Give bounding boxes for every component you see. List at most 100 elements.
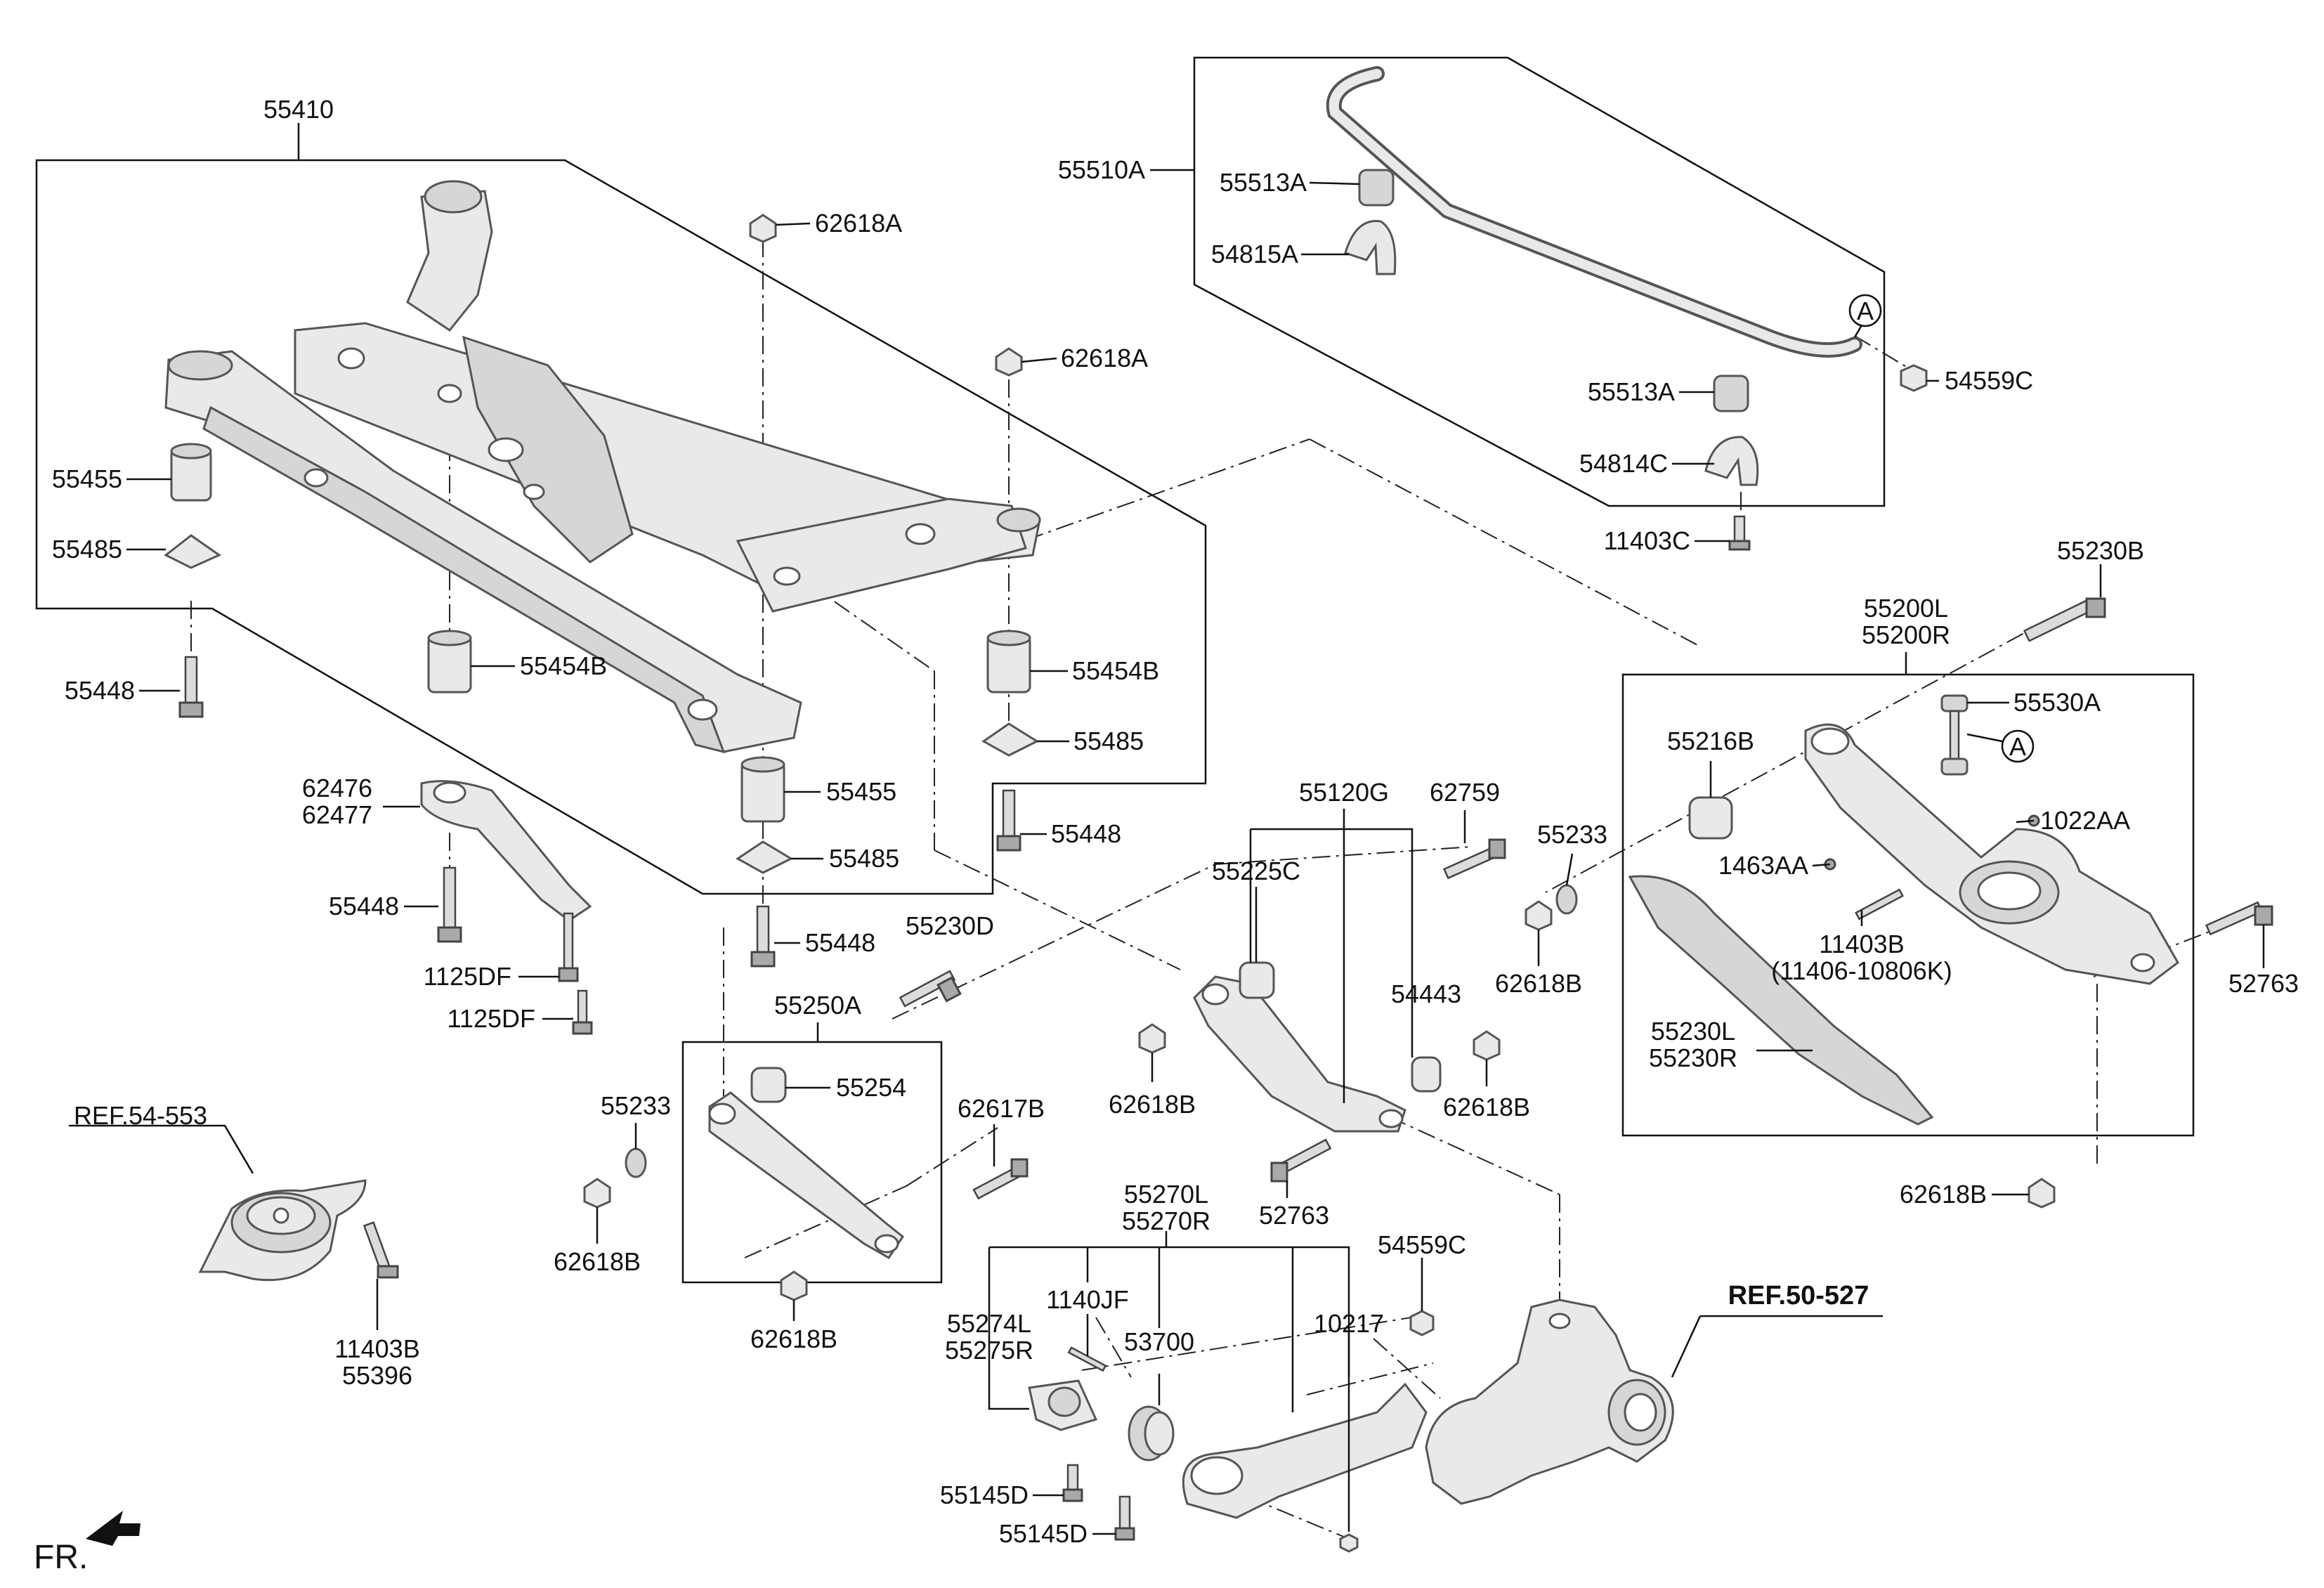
bushing-54443[interactable] bbox=[1411, 1056, 1442, 1093]
bolt-55145D-upper[interactable] bbox=[1062, 1464, 1083, 1502]
label-55233-left[interactable]: 55233 bbox=[601, 1091, 671, 1120]
nut-54559C-lower[interactable] bbox=[1409, 1310, 1435, 1336]
cover-55230L-55230R[interactable] bbox=[1628, 875, 1934, 1126]
label-55200L[interactable]: 55200L bbox=[1864, 594, 1948, 623]
stabilizer-bar[interactable] bbox=[1326, 66, 1862, 358]
label-54559C-lower[interactable]: 54559C bbox=[1378, 1230, 1466, 1259]
bolt-1125DF-upper[interactable] bbox=[558, 912, 579, 982]
bushing-55216B[interactable] bbox=[1688, 796, 1733, 840]
bushing-53700[interactable] bbox=[1128, 1405, 1175, 1462]
label-55270L[interactable]: 55270L bbox=[1124, 1180, 1208, 1209]
toe-link-55250A[interactable] bbox=[708, 1091, 905, 1259]
label-55274L[interactable]: 55274L bbox=[947, 1309, 1031, 1338]
label-55530A[interactable]: 55530A bbox=[2013, 688, 2101, 717]
label-62618B-upper-arm-left[interactable]: 62618B bbox=[1109, 1090, 1196, 1119]
bolt-55448-center[interactable] bbox=[750, 905, 776, 968]
label-55250A[interactable]: 55250A bbox=[774, 991, 861, 1020]
bolt-1140JF[interactable] bbox=[1067, 1346, 1107, 1372]
label-55270R[interactable]: 55270R bbox=[1122, 1206, 1210, 1235]
label-55410[interactable]: 55410 bbox=[263, 95, 334, 124]
bushing-55254[interactable] bbox=[750, 1067, 787, 1103]
label-54443[interactable]: 54443 bbox=[1391, 980, 1461, 1008]
label-55396[interactable]: 55396 bbox=[342, 1361, 412, 1390]
bushing-55455-center[interactable] bbox=[740, 756, 785, 823]
label-55275R[interactable]: 55275R bbox=[945, 1336, 1033, 1365]
label-55510A[interactable]: 55510A bbox=[1058, 155, 1145, 184]
label-55454B-right[interactable]: 55454B bbox=[1072, 656, 1159, 685]
bushing-55274L-55275R[interactable] bbox=[1028, 1379, 1098, 1431]
label-55230B[interactable]: 55230B bbox=[2057, 536, 2144, 565]
label-1463AA[interactable]: 1463AA bbox=[1718, 851, 1808, 880]
label-55448-bracket[interactable]: 55448 bbox=[329, 892, 399, 920]
label-11403B-mount[interactable]: 11403B bbox=[334, 1334, 419, 1363]
label-1022AA[interactable]: 1022AA bbox=[2040, 806, 2130, 835]
bolt-55448-right[interactable] bbox=[996, 789, 1021, 852]
label-62618A-lower[interactable]: 62618A bbox=[1061, 344, 1148, 372]
washer-55233-right[interactable] bbox=[1555, 884, 1578, 915]
label-1125DF-upper[interactable]: 1125DF bbox=[424, 962, 511, 991]
label-55455-center[interactable]: 55455 bbox=[826, 777, 896, 806]
label-62477[interactable]: 62477 bbox=[302, 800, 372, 829]
nut-62618B-lower-arm[interactable] bbox=[2028, 1178, 2056, 1209]
label-54815A[interactable]: 54815A bbox=[1211, 240, 1298, 268]
lower-arm-55200[interactable] bbox=[1804, 723, 2179, 985]
washer-55233-left[interactable] bbox=[625, 1147, 647, 1178]
label-62618B-mid[interactable]: 62618B bbox=[1495, 969, 1582, 998]
trailing-arm-55270[interactable] bbox=[1182, 1382, 1428, 1519]
label-55230R[interactable]: 55230R bbox=[1649, 1043, 1737, 1072]
label-62618B-lower-arm[interactable]: 62618B bbox=[1900, 1180, 1987, 1209]
bushing-55454B-left[interactable] bbox=[427, 630, 472, 694]
washer-55485-left[interactable] bbox=[164, 534, 222, 569]
stabilizer-bushing-upper[interactable] bbox=[1358, 169, 1395, 207]
label-62618B-toe[interactable]: 62618B bbox=[750, 1325, 837, 1353]
bolt-55448-bracket[interactable] bbox=[437, 866, 462, 943]
washer-55485-right[interactable] bbox=[981, 722, 1040, 757]
label-62617B[interactable]: 62617B bbox=[958, 1094, 1045, 1123]
label-55485-center[interactable]: 55485 bbox=[829, 844, 899, 873]
nut-62618A-lower[interactable] bbox=[995, 347, 1023, 377]
bolt-11403B-lower-arm[interactable] bbox=[1855, 888, 1904, 920]
label-55455-left[interactable]: 55455 bbox=[52, 464, 122, 493]
bushing-55455-left[interactable] bbox=[170, 443, 212, 502]
label-55120G[interactable]: 55120G bbox=[1299, 778, 1389, 807]
label-54559C-upper[interactable]: 54559C bbox=[1945, 366, 2033, 395]
label-11403C[interactable]: 11403C bbox=[1604, 526, 1690, 555]
label-55485-right[interactable]: 55485 bbox=[1073, 727, 1144, 755]
label-62618B-upper-arm-right[interactable]: 62618B bbox=[1443, 1093, 1530, 1121]
label-62618B-left[interactable]: 62618B bbox=[554, 1247, 641, 1276]
nut-62618B-mid[interactable] bbox=[1525, 900, 1553, 931]
nut-62618B-left[interactable] bbox=[583, 1178, 611, 1209]
bracket-62476-62477[interactable] bbox=[420, 780, 592, 922]
label-11403B-lower-arm[interactable]: 11403B bbox=[1819, 930, 1904, 958]
label-11406-10806K[interactable]: (11406-10806K) bbox=[1771, 956, 1952, 985]
nut-62618A-upper[interactable] bbox=[749, 214, 777, 243]
bolt-52763-upper-arm[interactable] bbox=[1270, 1138, 1332, 1183]
upper-arm-55120G[interactable] bbox=[1193, 975, 1406, 1133]
label-62476[interactable]: 62476 bbox=[302, 774, 372, 802]
label-1140JF[interactable]: 1140JF bbox=[1046, 1285, 1128, 1314]
subframe-crossmember[interactable] bbox=[164, 180, 1041, 754]
bolt-52763-lower-arm[interactable] bbox=[2205, 901, 2273, 936]
bolt-55145D-lower[interactable] bbox=[1114, 1495, 1135, 1541]
bolt-11403B-55396[interactable] bbox=[363, 1221, 399, 1279]
label-55454B-left[interactable]: 55454B bbox=[520, 651, 607, 680]
stabilizer-bushing-lower[interactable] bbox=[1713, 375, 1749, 412]
label-55513A-upper[interactable]: 55513A bbox=[1220, 168, 1307, 197]
strut-mount-ref-54-553[interactable] bbox=[198, 1179, 367, 1282]
nut-10217[interactable] bbox=[1339, 1533, 1359, 1553]
label-53700[interactable]: 53700 bbox=[1124, 1327, 1194, 1356]
label-55513A-lower[interactable]: 55513A bbox=[1588, 377, 1675, 406]
label-55233-right[interactable]: 55233 bbox=[1537, 820, 1607, 849]
bolt-1125DF-lower[interactable] bbox=[572, 989, 593, 1035]
stabilizer-bolt-11403C[interactable] bbox=[1728, 515, 1751, 551]
label-55145D-upper[interactable]: 55145D bbox=[940, 1480, 1029, 1509]
nut-62618B-upper-arm-right[interactable] bbox=[1473, 1030, 1501, 1061]
bushing-55454B-right[interactable] bbox=[986, 630, 1031, 694]
label-55230L[interactable]: 55230L bbox=[1651, 1017, 1735, 1046]
label-55485-left[interactable]: 55485 bbox=[52, 535, 122, 564]
nut-54559C-upper[interactable] bbox=[1900, 364, 1928, 392]
bushing-55225C[interactable] bbox=[1239, 961, 1275, 999]
nut-62618B-upper-arm-left[interactable] bbox=[1138, 1023, 1166, 1054]
washer-55485-center[interactable] bbox=[736, 840, 794, 874]
stabilizer-bracket-upper[interactable] bbox=[1344, 220, 1397, 275]
